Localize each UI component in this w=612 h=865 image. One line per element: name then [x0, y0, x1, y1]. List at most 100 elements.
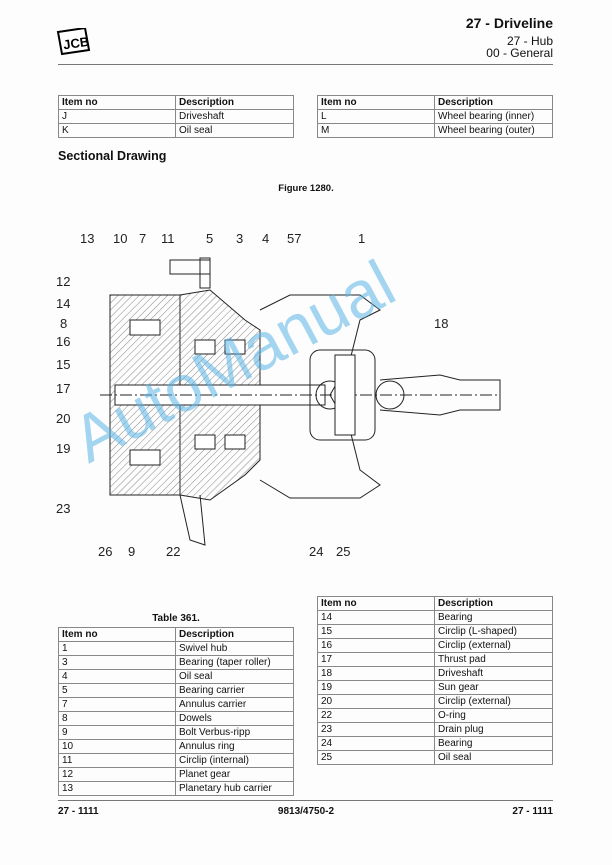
column-header: Description — [175, 627, 294, 642]
description-cell: Driveshaft — [434, 666, 553, 681]
callout-4: 4 — [262, 231, 270, 246]
item-no-cell: 7 — [58, 697, 176, 712]
column-header: Item no — [317, 596, 435, 611]
description-cell: Oil seal — [434, 750, 553, 765]
callout-5: 5 — [206, 231, 214, 246]
description-cell: Oil seal — [175, 669, 294, 684]
column-header: Item no — [317, 95, 435, 110]
footer-page-left: 27 - 1111 — [58, 806, 99, 817]
callout-16: 16 — [56, 334, 71, 349]
description-cell: Planet gear — [175, 767, 294, 782]
description-cell: Oil seal — [175, 123, 294, 138]
callout-15: 15 — [56, 357, 71, 372]
item-no-cell: 11 — [58, 753, 176, 768]
column-header: Item no — [58, 627, 176, 642]
section-heading: Sectional Drawing — [58, 149, 167, 163]
callout-24: 24 — [309, 544, 324, 559]
description-cell: O-ring — [434, 708, 553, 723]
figure-caption: Figure 1280. — [278, 183, 334, 194]
description-cell: Swivel hub — [175, 641, 294, 656]
callout-3: 3 — [236, 231, 244, 246]
description-cell: Annulus carrier — [175, 697, 294, 712]
item-no-cell: 9 — [58, 725, 176, 740]
item-no-cell: 16 — [317, 638, 435, 653]
callout-12: 12 — [56, 274, 71, 289]
item-no-cell: 18 — [317, 666, 435, 681]
callout-25: 25 — [336, 544, 351, 559]
description-cell: Thrust pad — [434, 652, 553, 667]
description-cell: Driveshaft — [175, 109, 294, 124]
callout-17: 17 — [56, 381, 71, 396]
topic-title: 00 - General — [486, 46, 553, 60]
callout-13: 13 — [80, 231, 95, 246]
callout-11: 11 — [161, 231, 175, 246]
description-cell: Bolt Verbus-ripp — [175, 725, 294, 740]
item-no-cell: 24 — [317, 736, 435, 751]
callout-18: 18 — [434, 316, 449, 331]
column-header: Description — [434, 596, 553, 611]
callout-57: 57 — [287, 231, 302, 246]
description-cell: Circlip (external) — [434, 638, 553, 653]
item-no-cell: 23 — [317, 722, 435, 737]
item-no-cell: 22 — [317, 708, 435, 723]
callout-19: 19 — [56, 441, 71, 456]
description-cell: Planetary hub carrier — [175, 781, 294, 796]
table-caption: Table 361. — [152, 613, 200, 624]
item-no-cell: 17 — [317, 652, 435, 667]
section-title: 27 - Driveline — [465, 15, 553, 31]
description-cell: Drain plug — [434, 722, 553, 737]
callout-8: 8 — [60, 316, 68, 331]
header-rule — [58, 64, 553, 65]
item-no-cell: M — [317, 123, 435, 138]
item-no-cell: K — [58, 123, 176, 138]
description-cell: Bearing — [434, 610, 553, 625]
item-no-cell: 4 — [58, 669, 176, 684]
description-cell: Bearing carrier — [175, 683, 294, 698]
callout-9: 9 — [128, 544, 136, 559]
column-header: Item no — [58, 95, 176, 110]
callout-7: 7 — [139, 231, 147, 246]
callout-1: 1 — [358, 231, 366, 246]
svg-text:JCB: JCB — [62, 34, 90, 52]
jcb-logo: JCB — [56, 28, 91, 56]
column-header: Description — [434, 95, 553, 110]
column-header: Description — [175, 95, 294, 110]
description-cell: Sun gear — [434, 680, 553, 695]
footer-page-right: 27 - 1111 — [512, 806, 553, 817]
sectional-drawing — [100, 257, 501, 546]
description-cell: Annulus ring — [175, 739, 294, 754]
description-cell: Wheel bearing (outer) — [434, 123, 553, 138]
callout-22: 22 — [166, 544, 181, 559]
description-cell: Dowels — [175, 711, 294, 726]
description-cell: Circlip (internal) — [175, 753, 294, 768]
description-cell: Circlip (L-shaped) — [434, 624, 553, 639]
item-no-cell: 1 — [58, 641, 176, 656]
